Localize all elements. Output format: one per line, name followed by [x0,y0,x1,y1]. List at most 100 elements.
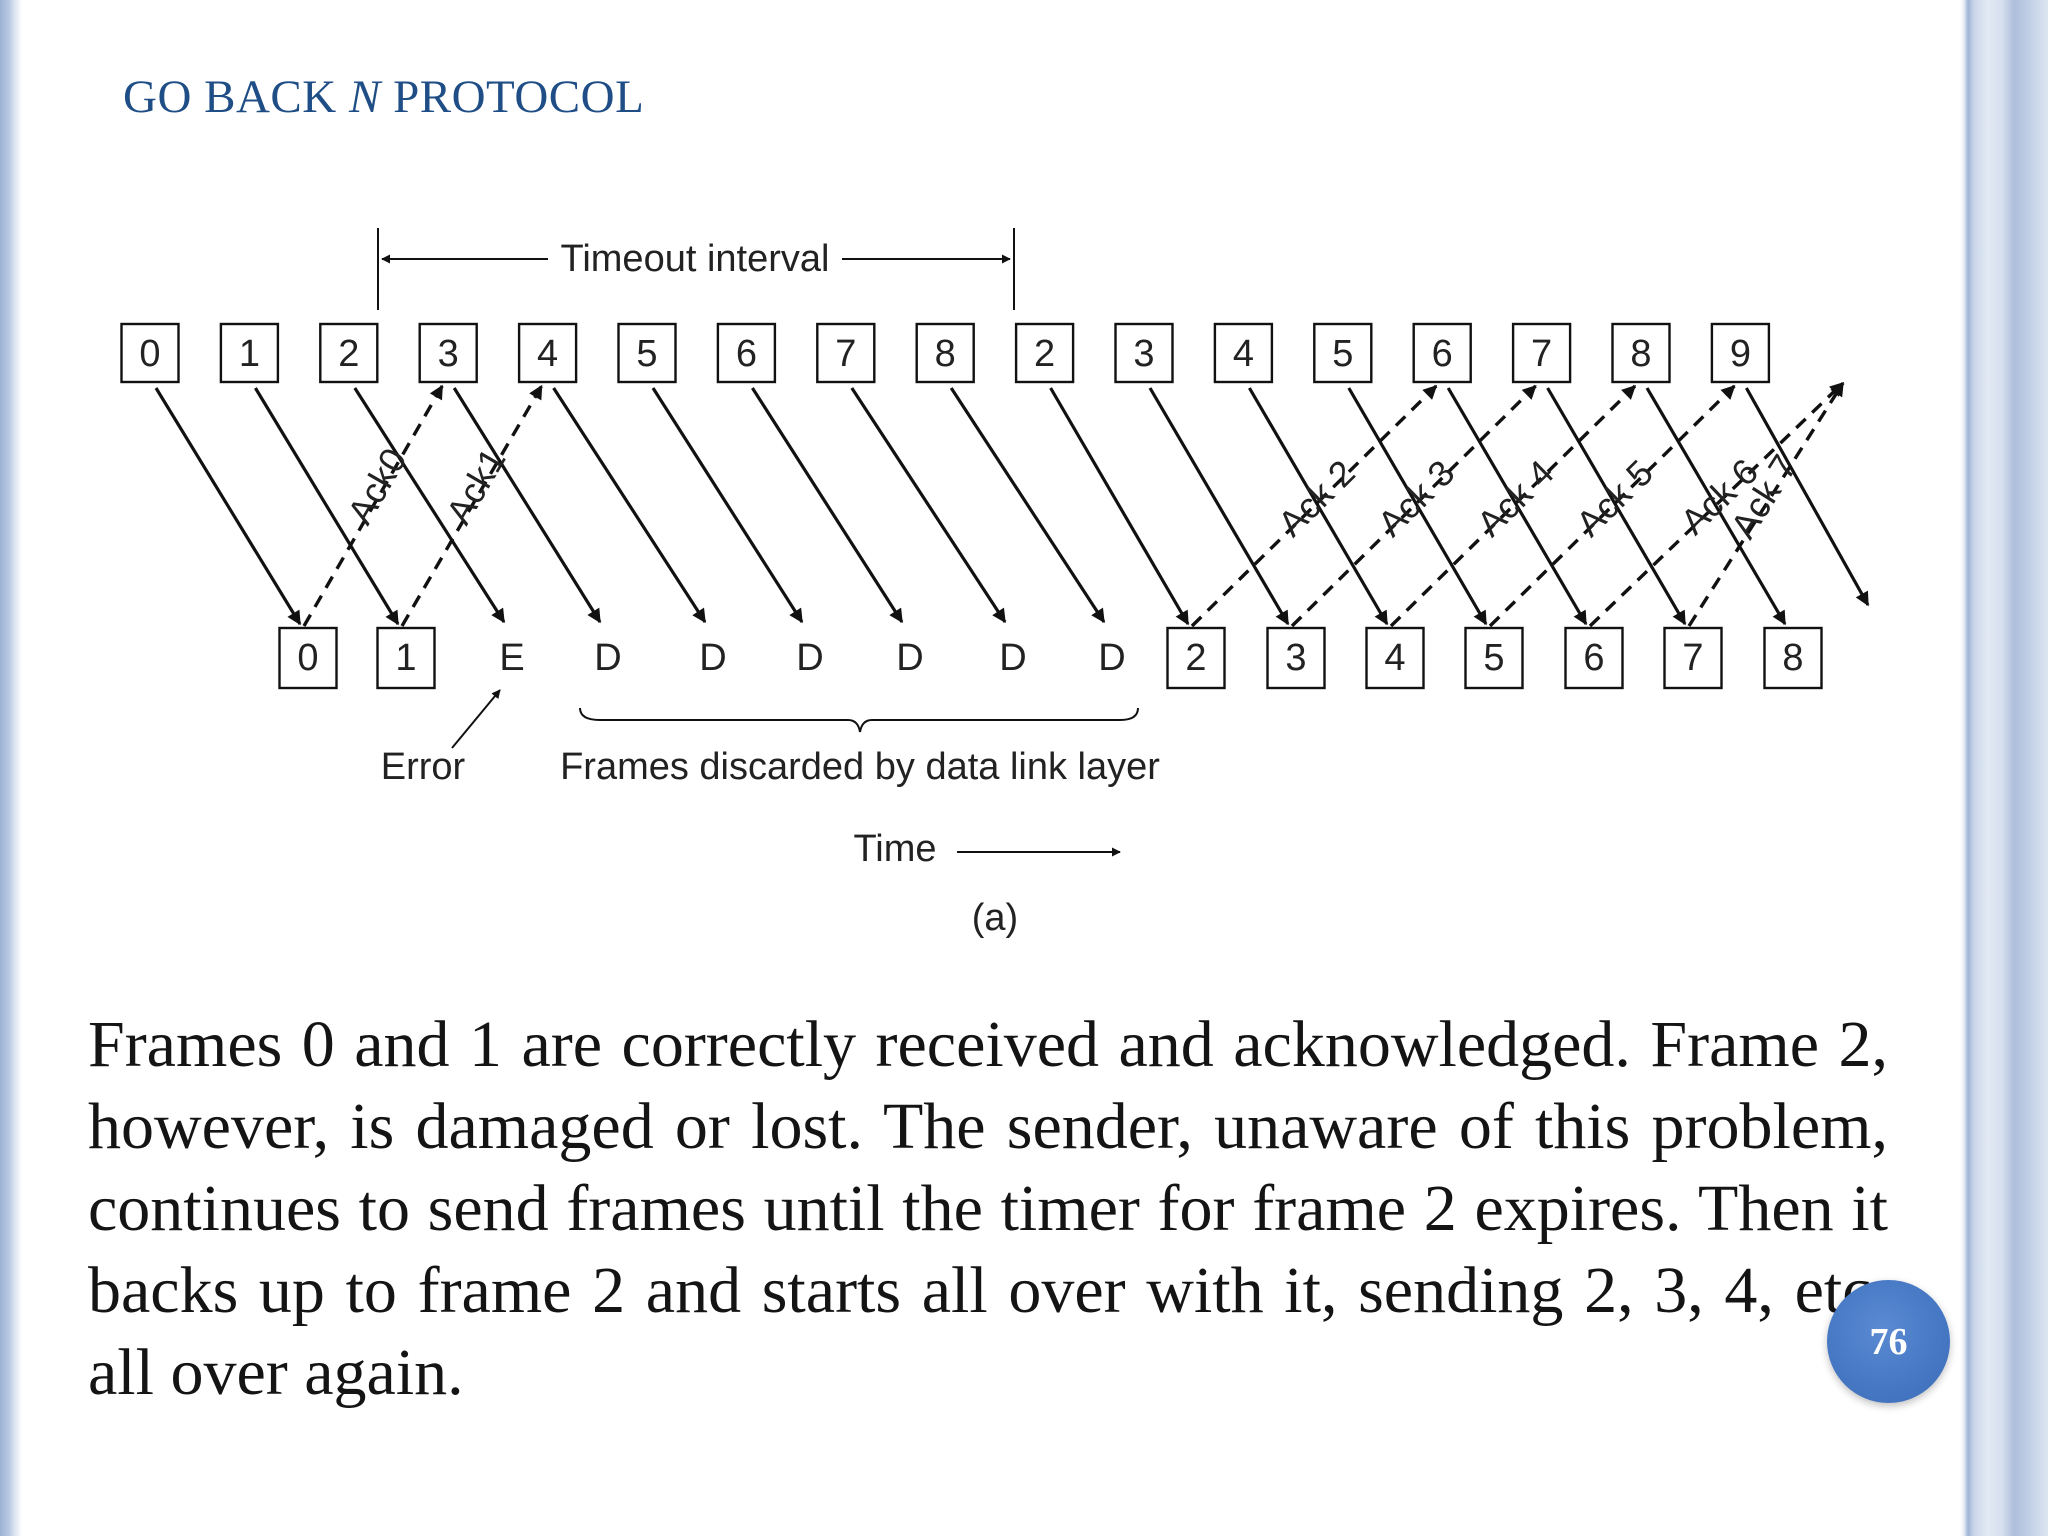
receiver-frame-number: 2 [1185,637,1206,679]
sender-frame-number: 6 [736,333,757,375]
sender-frame: 2 [1014,322,1075,384]
receiver-frame-box [1763,626,1823,690]
frame-arrow-1 [254,387,400,626]
slide-title: GO BACK N PROTOCOL [123,70,644,124]
sender-frame-number: 7 [835,333,856,375]
frame-arrow-4 [552,387,707,624]
left-decorative-bar [0,0,22,1536]
sender-frame-box [1611,322,1671,384]
receiver-frame: 2 [1166,626,1226,690]
body-paragraph: Frames 0 and 1 are correctly received an… [88,1008,1888,1409]
sender-frame: 7 [1511,322,1572,384]
receiver-frame-number: 3 [1285,637,1306,679]
receiver-frame-number: 8 [1782,637,1803,679]
sender-frame-number: 8 [1630,333,1651,375]
sender-frame: 8 [1611,322,1671,384]
receiver-status-label: E [499,637,524,679]
sender-frame-box [1412,322,1472,384]
time-label: Time [853,828,936,870]
receiver-frame: E [499,637,524,679]
sender-frame-number: 5 [1332,333,1353,375]
receiver-frame-box [1166,626,1226,690]
receiver-frame: 7 [1663,626,1723,690]
sender-frame: 5 [1313,322,1373,384]
diagram-caption: (a) [972,897,1018,939]
sender-frame-number: 1 [239,333,260,375]
frame-arrow-15 [1645,387,1787,626]
ack-label: Ack 4 [1469,452,1562,544]
discarded-frames-brace [579,707,1139,733]
sender-frame: 1 [219,322,280,384]
frame-arrow-11 [1248,387,1389,626]
receiver-frame-box [1564,626,1624,690]
receiver-frame-box [278,626,338,690]
sender-frame-box [517,322,578,384]
sender-frame-box [716,322,777,384]
sender-frame-box [418,322,478,384]
frame-arrow-2 [353,387,506,624]
ack-label: Ack 5 [1568,452,1661,544]
timeout-interval-group: Timeout interval [377,228,1015,310]
frame-arrow-13 [1446,387,1588,626]
receiver-frame: 4 [1365,626,1425,690]
title-suffix: PROTOCOL [380,71,645,123]
sender-frame-number: 5 [636,333,657,375]
ack-arrow-3 [1290,384,1537,628]
sender-frame-number: 7 [1531,333,1552,375]
page-number-badge: 76 [1827,1280,1950,1403]
receiver-status-label: D [896,637,923,679]
right-decorative-bar [1960,0,2048,1536]
sender-frame-box [120,322,180,384]
receiver-status-label: D [1098,637,1125,679]
sender-frame: 9 [1710,322,1771,384]
sender-frame-box [617,322,677,384]
sender-frame: 4 [517,322,578,384]
sender-frame: 2 [319,322,379,384]
timeout-label: Timeout interval [561,238,830,280]
error-pointer-arrow [451,689,501,749]
sender-frame: 8 [915,322,975,384]
error-label: Error [381,746,466,788]
sender-frame-number: 9 [1730,333,1751,375]
frame-arrow-3 [452,387,602,624]
title-prefix: GO BACK [123,71,349,123]
receiver-frame: D [594,637,621,679]
sender-frame-number: 6 [1432,333,1453,375]
sender-frame-number: 4 [537,333,558,375]
receiver-frame: D [896,637,923,679]
frame-arrow-0 [154,387,302,626]
frame-arrow-9 [1049,387,1190,626]
receiver-frame-box [1266,626,1326,690]
receiver-frame-number: 4 [1384,637,1405,679]
sender-frame-number: 3 [1133,333,1154,375]
frame-arrow-16 [1745,387,1870,607]
receiver-status-label: D [796,637,823,679]
sender-frame-box [1114,322,1174,384]
receiver-frame: D [999,637,1026,679]
title-italic-n: N [348,71,381,123]
receiver-frame-box [1365,626,1425,690]
ack-arrow-6 [1588,381,1845,628]
receiver-frame-number: 5 [1483,637,1504,679]
receiver-frame-number: 1 [395,637,416,679]
sender-frame: 6 [1412,322,1472,384]
sender-frame-number: 0 [139,333,160,375]
sender-frame: 3 [1114,322,1174,384]
sender-frame-box [219,322,280,384]
receiver-frame: 3 [1266,626,1326,690]
receiver-frame-number: 7 [1682,637,1703,679]
sender-frame-number: 2 [338,333,359,375]
ack-arrow-0 [302,384,444,627]
frame-arrow-7 [850,387,1007,624]
sender-frame: 6 [716,322,777,384]
sender-frame-box [915,322,975,384]
receiver-status-label: D [594,637,621,679]
receiver-frame: D [699,637,726,679]
sender-frame: 3 [418,322,478,384]
sender-frame-box [1710,322,1771,384]
ack-arrow-7 [1687,381,1845,627]
